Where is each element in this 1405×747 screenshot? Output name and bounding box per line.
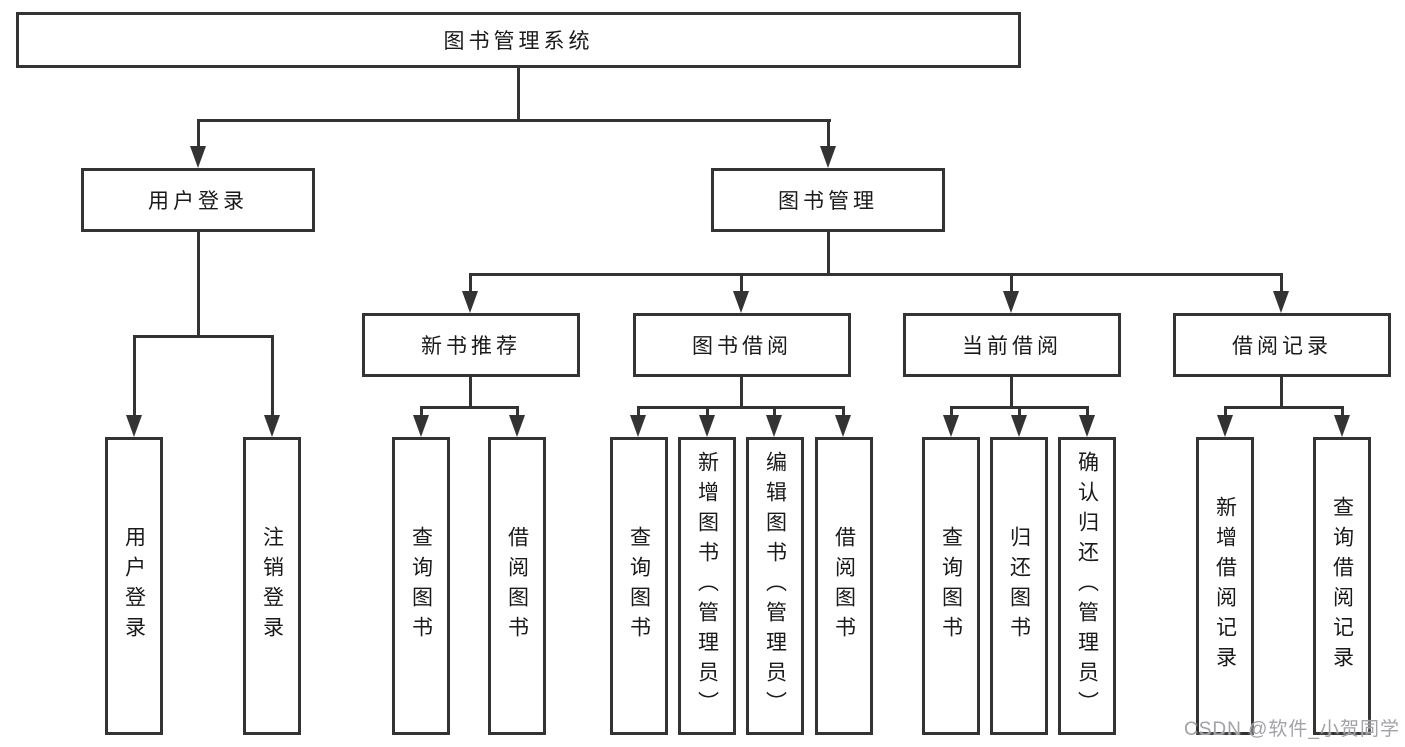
connector-leaf-drop [706,406,709,416]
leaf-query-borrow-record: 查询借阅记录 [1313,437,1371,735]
leaf-borrow-books-borrowing: 借阅图书 [815,437,873,735]
leaf-edit-books-admin: 编辑图书（管理员） [746,437,804,735]
leaf-label: 注销登录 [260,526,284,646]
leaf-logout: 注销登录 [243,437,301,735]
arrow-down-icon [190,146,206,168]
arrow-down-icon [820,146,836,168]
connector-level3-drop [1280,273,1283,293]
connector-user-login-split [133,335,274,338]
connector-level3-drop [469,273,472,293]
arrow-down-icon [835,415,851,437]
arrow-down-icon [1273,291,1289,313]
connector-leaf-drop [773,406,776,416]
arrow-down-icon [1003,291,1019,313]
connector-borrowing-split [637,406,845,409]
connector-root-stem [517,66,520,122]
leaf-user-login: 用户登录 [105,437,163,735]
connector-leaf-drop [420,406,423,416]
leaf-label: 用户登录 [122,526,146,646]
leaf-query-books-current: 查询图书 [922,437,980,735]
connector-records-stem [1280,374,1283,409]
arrow-down-icon [1011,415,1027,437]
connector-borrowing-stem [740,374,743,409]
connector-level3-drop [1010,273,1013,293]
connector-book-management-split [469,273,1283,276]
arrow-down-icon [630,415,646,437]
leaf-return-books: 归还图书 [990,437,1048,735]
arrow-down-icon [264,415,280,437]
arrow-down-icon [1079,415,1095,437]
connector-leaf-drop [950,406,953,416]
connector-book-management-drop [827,119,830,147]
leaf-label: 借阅图书 [832,526,856,646]
leaf-label: 查询图书 [627,526,651,646]
arrow-down-icon [699,415,715,437]
leaf-label: 确认归还（管理员） [1075,451,1099,721]
leaf-label: 查询借阅记录 [1330,496,1354,676]
connector-current-stem [1010,374,1013,409]
connector-book-management-stem [827,230,830,276]
node-book-borrowing: 图书借阅 [633,313,851,377]
connector-recommend-split [420,406,519,409]
node-library-management-system: 图书管理系统 [16,12,1021,68]
arrow-down-icon [733,291,749,313]
leaf-add-borrow-record: 新增借阅记录 [1196,437,1254,735]
leaf-label: 查询图书 [939,526,963,646]
leaf-label: 编辑图书（管理员） [763,451,787,721]
connector-leaf-drop [1341,406,1344,416]
arrow-down-icon [766,415,782,437]
connector-root-split [197,119,831,122]
arrow-down-icon [1217,415,1233,437]
connector-leaf-drop [271,335,274,416]
connector-leaf-drop [637,406,640,416]
leaf-query-books-recommend: 查询图书 [392,437,450,735]
connector-leaf-drop [1224,406,1227,416]
arrow-down-icon [509,415,525,437]
leaf-label: 新增图书（管理员） [695,451,719,721]
leaf-query-books-borrowing: 查询图书 [610,437,668,735]
arrow-down-icon [462,291,478,313]
arrow-down-icon [413,415,429,437]
connector-user-login-drop [197,119,200,147]
node-book-management: 图书管理 [711,168,945,232]
connector-leaf-drop [516,406,519,416]
node-new-book-recommendation: 新书推荐 [362,313,580,377]
connector-level3-drop [740,273,743,293]
connector-leaf-drop [1086,406,1089,416]
watermark-csdn: CSDN @软件_小贺同学 [1184,719,1400,740]
connector-recommend-stem [469,374,472,409]
connector-records-split [1224,406,1344,409]
connector-leaf-drop [1018,406,1021,416]
connector-user-login-stem [197,230,200,338]
leaf-add-books-admin: 新增图书（管理员） [678,437,736,735]
connector-leaf-drop [842,406,845,416]
arrow-down-icon [1334,415,1350,437]
arrow-down-icon [126,415,142,437]
leaf-confirm-return-admin: 确认归还（管理员） [1058,437,1116,735]
leaf-borrow-books-recommend: 借阅图书 [488,437,546,735]
leaf-label: 新增借阅记录 [1213,496,1237,676]
node-user-login: 用户登录 [81,168,315,232]
leaf-label: 借阅图书 [505,526,529,646]
connector-leaf-drop [133,335,136,416]
arrow-down-icon [943,415,959,437]
leaf-label: 归还图书 [1007,526,1031,646]
leaf-label: 查询图书 [409,526,433,646]
node-current-borrowing: 当前借阅 [903,313,1121,377]
node-borrowing-records: 借阅记录 [1173,313,1391,377]
